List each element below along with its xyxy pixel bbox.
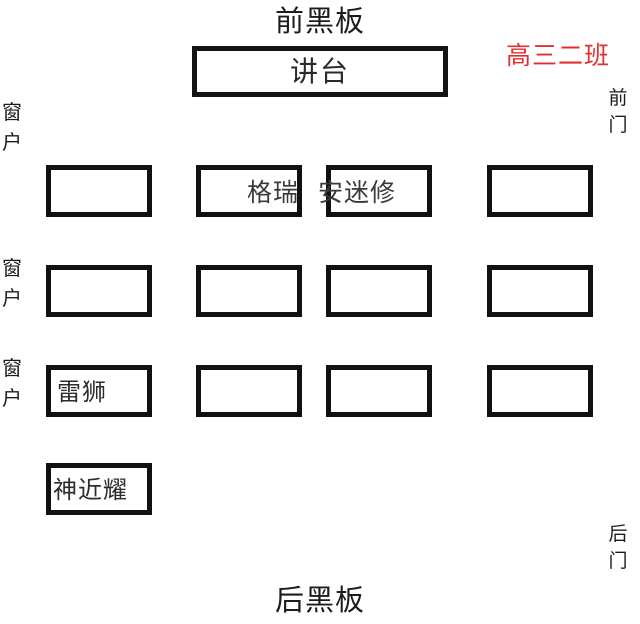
student-name-leishi: 雷狮	[57, 378, 107, 406]
student-name-shenjinyao: 神近耀	[53, 476, 128, 504]
front-door-label: 前门	[608, 87, 628, 136]
class-title: 高三二班	[506, 41, 611, 70]
desk-r2c1[interactable]	[46, 265, 152, 317]
desk-r3c2[interactable]	[196, 365, 302, 417]
student-name-anmixiu: 安迷修	[318, 178, 397, 207]
student-name-gerui: 格瑞	[247, 178, 300, 207]
desk-r3c1[interactable]	[46, 365, 152, 417]
desk-r4c1[interactable]	[46, 463, 152, 515]
desk-r1c4[interactable]	[487, 165, 593, 217]
window-label-2: 窗户	[2, 256, 22, 310]
desk-r3c4[interactable]	[487, 365, 593, 417]
back-door-label: 后门	[608, 523, 628, 572]
desk-r1c1[interactable]	[46, 165, 152, 217]
front-blackboard-label: 前黑板	[274, 4, 365, 38]
desk-r2c2[interactable]	[196, 265, 302, 317]
desk-r2c4[interactable]	[487, 265, 593, 317]
desk-r3c3[interactable]	[326, 365, 432, 417]
desk-r1c3[interactable]	[326, 165, 432, 217]
window-label-3: 窗户	[2, 356, 22, 410]
podium[interactable]: 讲台	[192, 46, 448, 97]
podium-label: 讲台	[289, 54, 350, 88]
back-blackboard-label: 后黑板	[274, 583, 365, 617]
desk-r1c2[interactable]	[196, 165, 302, 217]
window-label-1: 窗户	[2, 100, 22, 154]
desk-r2c3[interactable]	[326, 265, 432, 317]
